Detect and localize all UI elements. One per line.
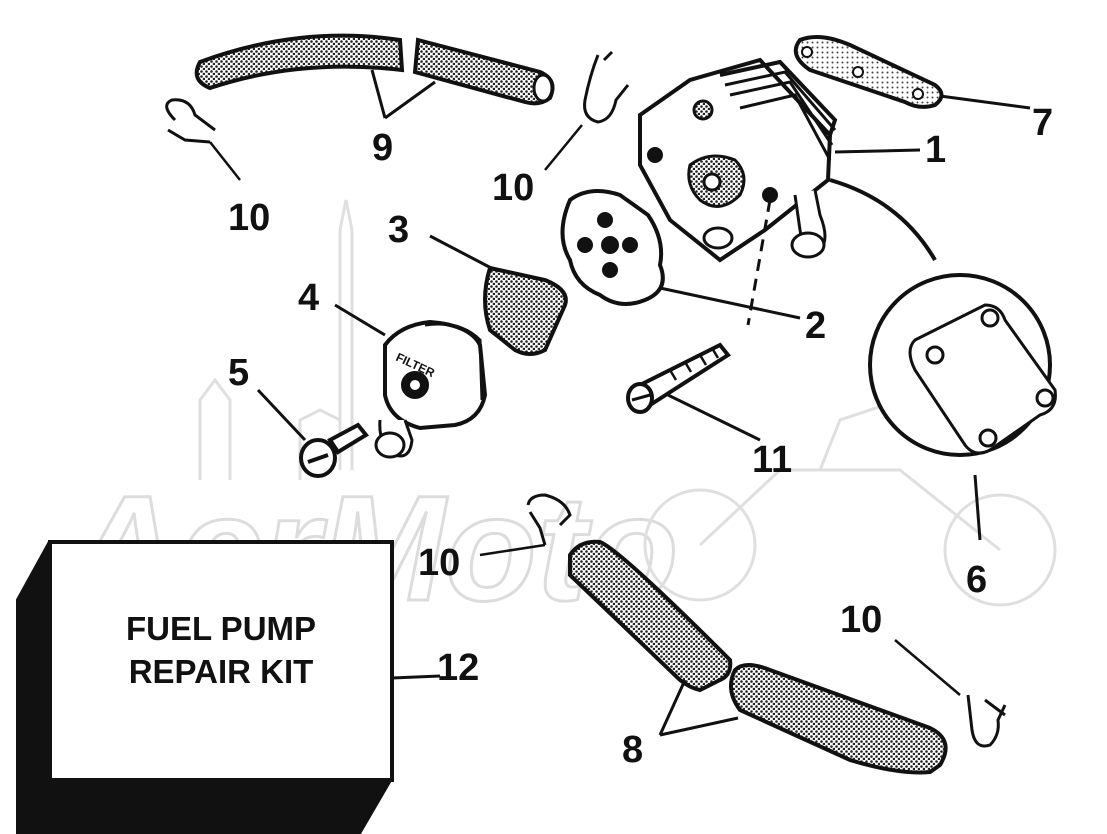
callout-6: 6 [966, 559, 987, 601]
filter-cap [334, 303, 488, 459]
fuel-pump-body [638, 57, 937, 263]
clamp-lower-left-icon [479, 493, 572, 557]
clamp-lower-right-icon [894, 639, 1007, 748]
callout-7: 7 [1032, 102, 1053, 144]
filter-element [429, 234, 568, 356]
hose-upper [194, 33, 555, 120]
callout-12: 12 [437, 647, 479, 689]
callout-11: 11 [752, 439, 792, 481]
screw-alignment-line [746, 199, 772, 326]
repair-kit-line1: FUEL PUMP [126, 610, 316, 647]
watermark-castle-icon [198, 199, 354, 480]
cap-screw [256, 388, 369, 478]
callout-9: 9 [372, 127, 393, 169]
callout-10-lower-right: 10 [840, 599, 882, 641]
callout-10-upper-left: 10 [228, 197, 270, 239]
callout-5: 5 [228, 352, 249, 394]
clamp-upper-right-icon [544, 50, 630, 171]
hose-lower [568, 539, 948, 775]
callout-10-lower-left: 10 [418, 542, 460, 584]
callout-1: 1 [925, 129, 946, 171]
detail-view [868, 273, 1057, 541]
diaphragm [560, 189, 801, 320]
callout-4: 4 [298, 277, 319, 319]
clamp-upper-left-icon [165, 98, 241, 181]
pump-screw [626, 342, 761, 442]
callout-8: 8 [622, 729, 643, 771]
repair-kit-box [16, 540, 441, 834]
repair-kit-line2: REPAIR KIT [129, 653, 314, 690]
callout-2: 2 [805, 305, 826, 347]
callout-10-upper-right: 10 [492, 167, 534, 209]
watermark-motorcycle-icon [643, 398, 1057, 607]
callout-3: 3 [388, 209, 409, 251]
gasket [793, 34, 1031, 110]
